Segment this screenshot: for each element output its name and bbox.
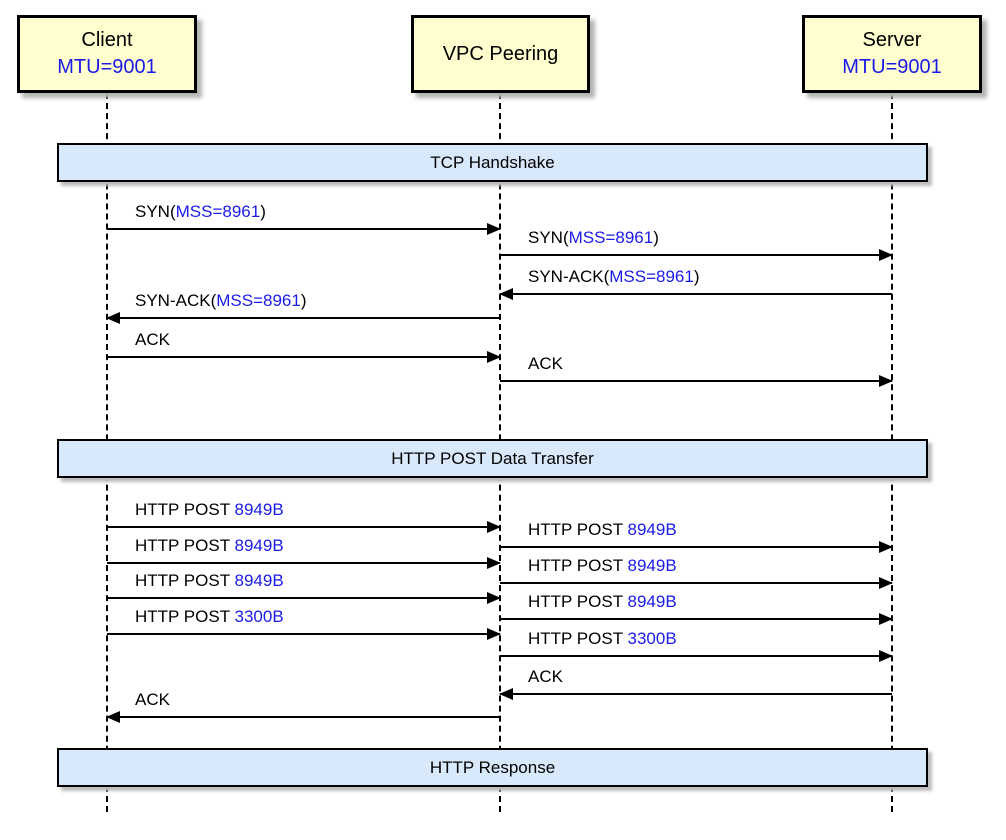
message-label: HTTP POST 8949B xyxy=(135,571,284,590)
arrowhead-icon xyxy=(106,711,120,723)
arrowhead-icon xyxy=(879,613,893,625)
actor-vpc-peering: VPC Peering xyxy=(411,15,590,93)
section-label: TCP Handshake xyxy=(430,152,555,172)
arrowhead-icon xyxy=(879,375,893,387)
section-label: HTTP Response xyxy=(429,757,556,777)
actor-client-name: Client xyxy=(81,29,133,51)
sequence-message: SYN(MSS=8961) xyxy=(107,202,501,235)
sequence-message: SYN-ACK(MSS=8961) xyxy=(106,291,500,324)
sequence-message: ACK xyxy=(106,690,500,723)
actor-server: Server MTU=9001 xyxy=(802,15,982,93)
arrowhead-icon xyxy=(879,249,893,261)
sequence-message: HTTP POST 8949B xyxy=(500,520,893,553)
arrowhead-icon xyxy=(879,577,893,589)
arrowhead-icon xyxy=(499,288,513,300)
arrowhead-icon xyxy=(879,650,893,662)
sequence-message: SYN(MSS=8961) xyxy=(500,228,893,261)
section-tcp-handshake: TCP Handshake xyxy=(57,143,928,182)
sequence-message: HTTP POST 8949B xyxy=(500,592,893,625)
message-label: ACK xyxy=(135,690,170,709)
sequence-message: HTTP POST 3300B xyxy=(500,629,893,662)
actor-server-name: Server xyxy=(862,29,922,51)
message-label: HTTP POST 8949B xyxy=(135,500,284,519)
arrowhead-icon xyxy=(487,351,501,363)
sequence-message: HTTP POST 8949B xyxy=(500,556,893,589)
arrowhead-icon xyxy=(106,312,120,324)
section-http-response: HTTP Response xyxy=(57,748,928,787)
section-http-post-data-transfer: HTTP POST Data Transfer xyxy=(57,439,928,478)
actor-vpc-peering-name: VPC Peering xyxy=(442,42,559,65)
arrowhead-icon xyxy=(487,592,501,604)
message-label: HTTP POST 8949B xyxy=(528,592,677,611)
sequence-message: HTTP POST 3300B xyxy=(107,607,501,640)
message-label: ACK xyxy=(135,330,170,349)
message-label: HTTP POST 3300B xyxy=(528,629,677,648)
message-label: SYN-ACK(MSS=8961) xyxy=(135,291,307,310)
message-label: HTTP POST 8949B xyxy=(528,520,677,539)
message-label: HTTP POST 8949B xyxy=(135,536,284,555)
sequence-message: HTTP POST 8949B xyxy=(107,536,501,569)
message-label: ACK xyxy=(528,354,563,373)
arrowhead-icon xyxy=(487,628,501,640)
sequence-message: HTTP POST 8949B xyxy=(107,500,501,533)
message-label: ACK xyxy=(528,667,563,686)
actor-server-mtu: MTU=9001 xyxy=(842,56,942,78)
arrowhead-icon xyxy=(879,541,893,553)
actor-client-mtu: MTU=9001 xyxy=(57,56,157,78)
message-label: HTTP POST 3300B xyxy=(135,607,284,626)
section-label: HTTP POST Data Transfer xyxy=(391,448,594,468)
sequence-message: ACK xyxy=(499,667,892,700)
message-label: SYN(MSS=8961) xyxy=(135,202,266,221)
actor-client: Client MTU=9001 xyxy=(17,15,197,93)
sequence-message: HTTP POST 8949B xyxy=(107,571,501,604)
message-label: HTTP POST 8949B xyxy=(528,556,677,575)
sequence-message: ACK xyxy=(500,354,893,387)
message-label: SYN-ACK(MSS=8961) xyxy=(528,267,700,286)
sequence-message: SYN-ACK(MSS=8961) xyxy=(499,267,892,300)
message-label: SYN(MSS=8961) xyxy=(528,228,659,247)
arrowhead-icon xyxy=(487,521,501,533)
sequence-message: ACK xyxy=(107,330,501,363)
arrowhead-icon xyxy=(499,688,513,700)
arrowhead-icon xyxy=(487,557,501,569)
arrowhead-icon xyxy=(487,223,501,235)
